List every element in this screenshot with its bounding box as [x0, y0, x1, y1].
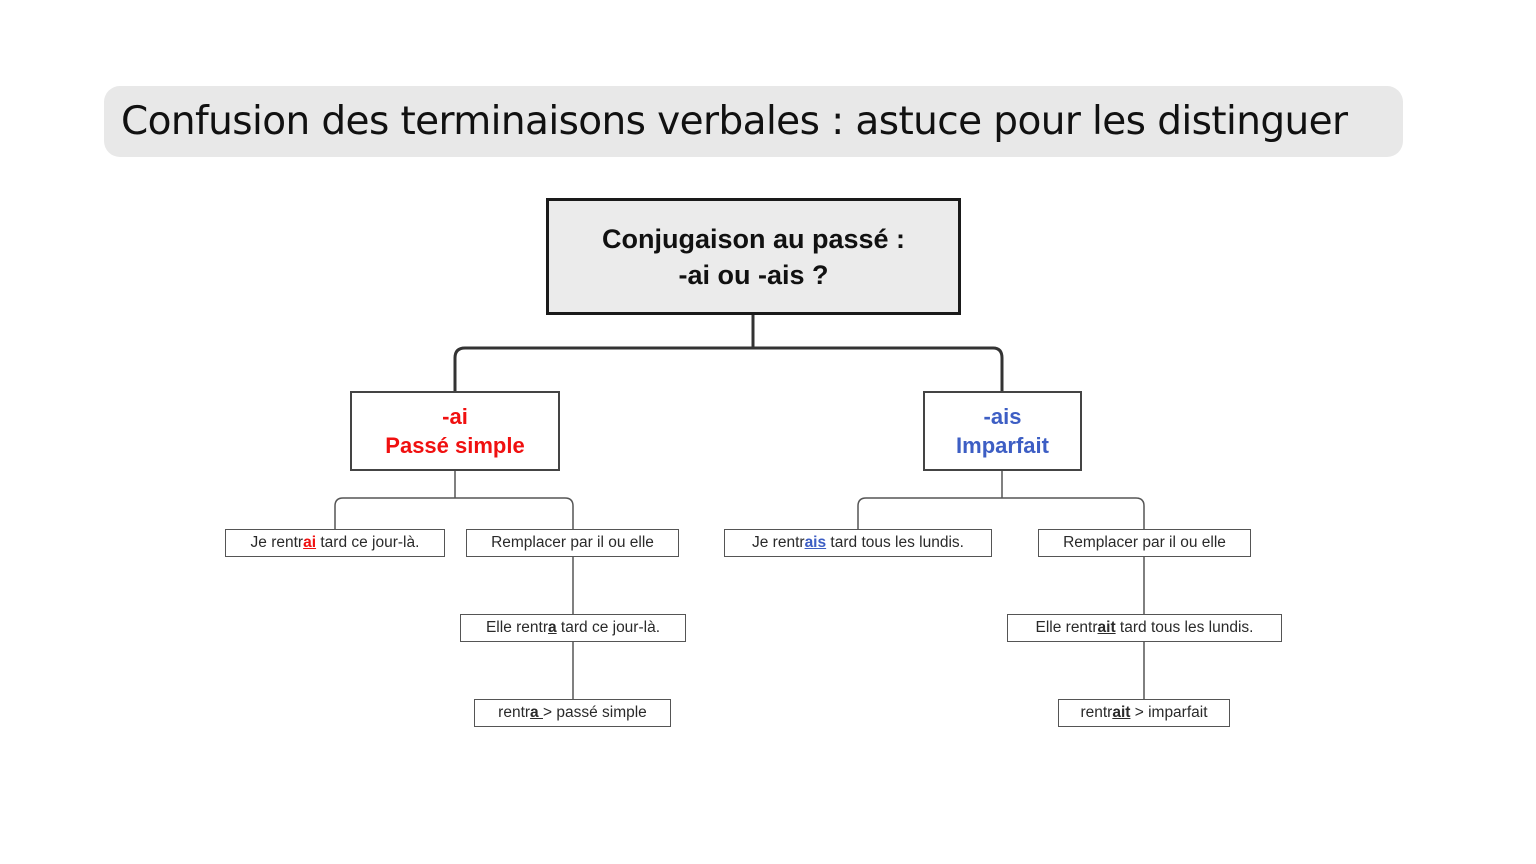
ending-highlight: a [548, 619, 557, 636]
branch-tense: Passé simple [385, 433, 525, 458]
tip-node-passe-simple: Remplacer par il ou elle [466, 529, 679, 557]
branch-ending: -ais [983, 404, 1022, 429]
ending-highlight: a [530, 704, 543, 721]
ending-highlight: ais [804, 534, 827, 551]
ending-highlight: ait [1097, 619, 1116, 636]
root-line-1: Conjugaison au passé : [601, 223, 906, 254]
root-line-2: -ai ou -ais ? [678, 259, 829, 290]
branch-ending: -ai [442, 404, 468, 429]
branch-node-imparfait: -ais Imparfait [923, 391, 1082, 471]
title-banner: Confusion des terminaisons verbales : as… [104, 86, 1403, 157]
ending-highlight: ait [1112, 704, 1131, 721]
root-node: Conjugaison au passé : -ai ou -ais ? [546, 198, 961, 315]
tip-node-imparfait: Remplacer par il ou elle [1038, 529, 1251, 557]
ending-highlight: ai [303, 534, 317, 551]
page-title: Confusion des terminaisons verbales : as… [121, 99, 1348, 144]
branch-node-passe-simple: -ai Passé simple [350, 391, 560, 471]
branch-tense: Imparfait [956, 433, 1049, 458]
